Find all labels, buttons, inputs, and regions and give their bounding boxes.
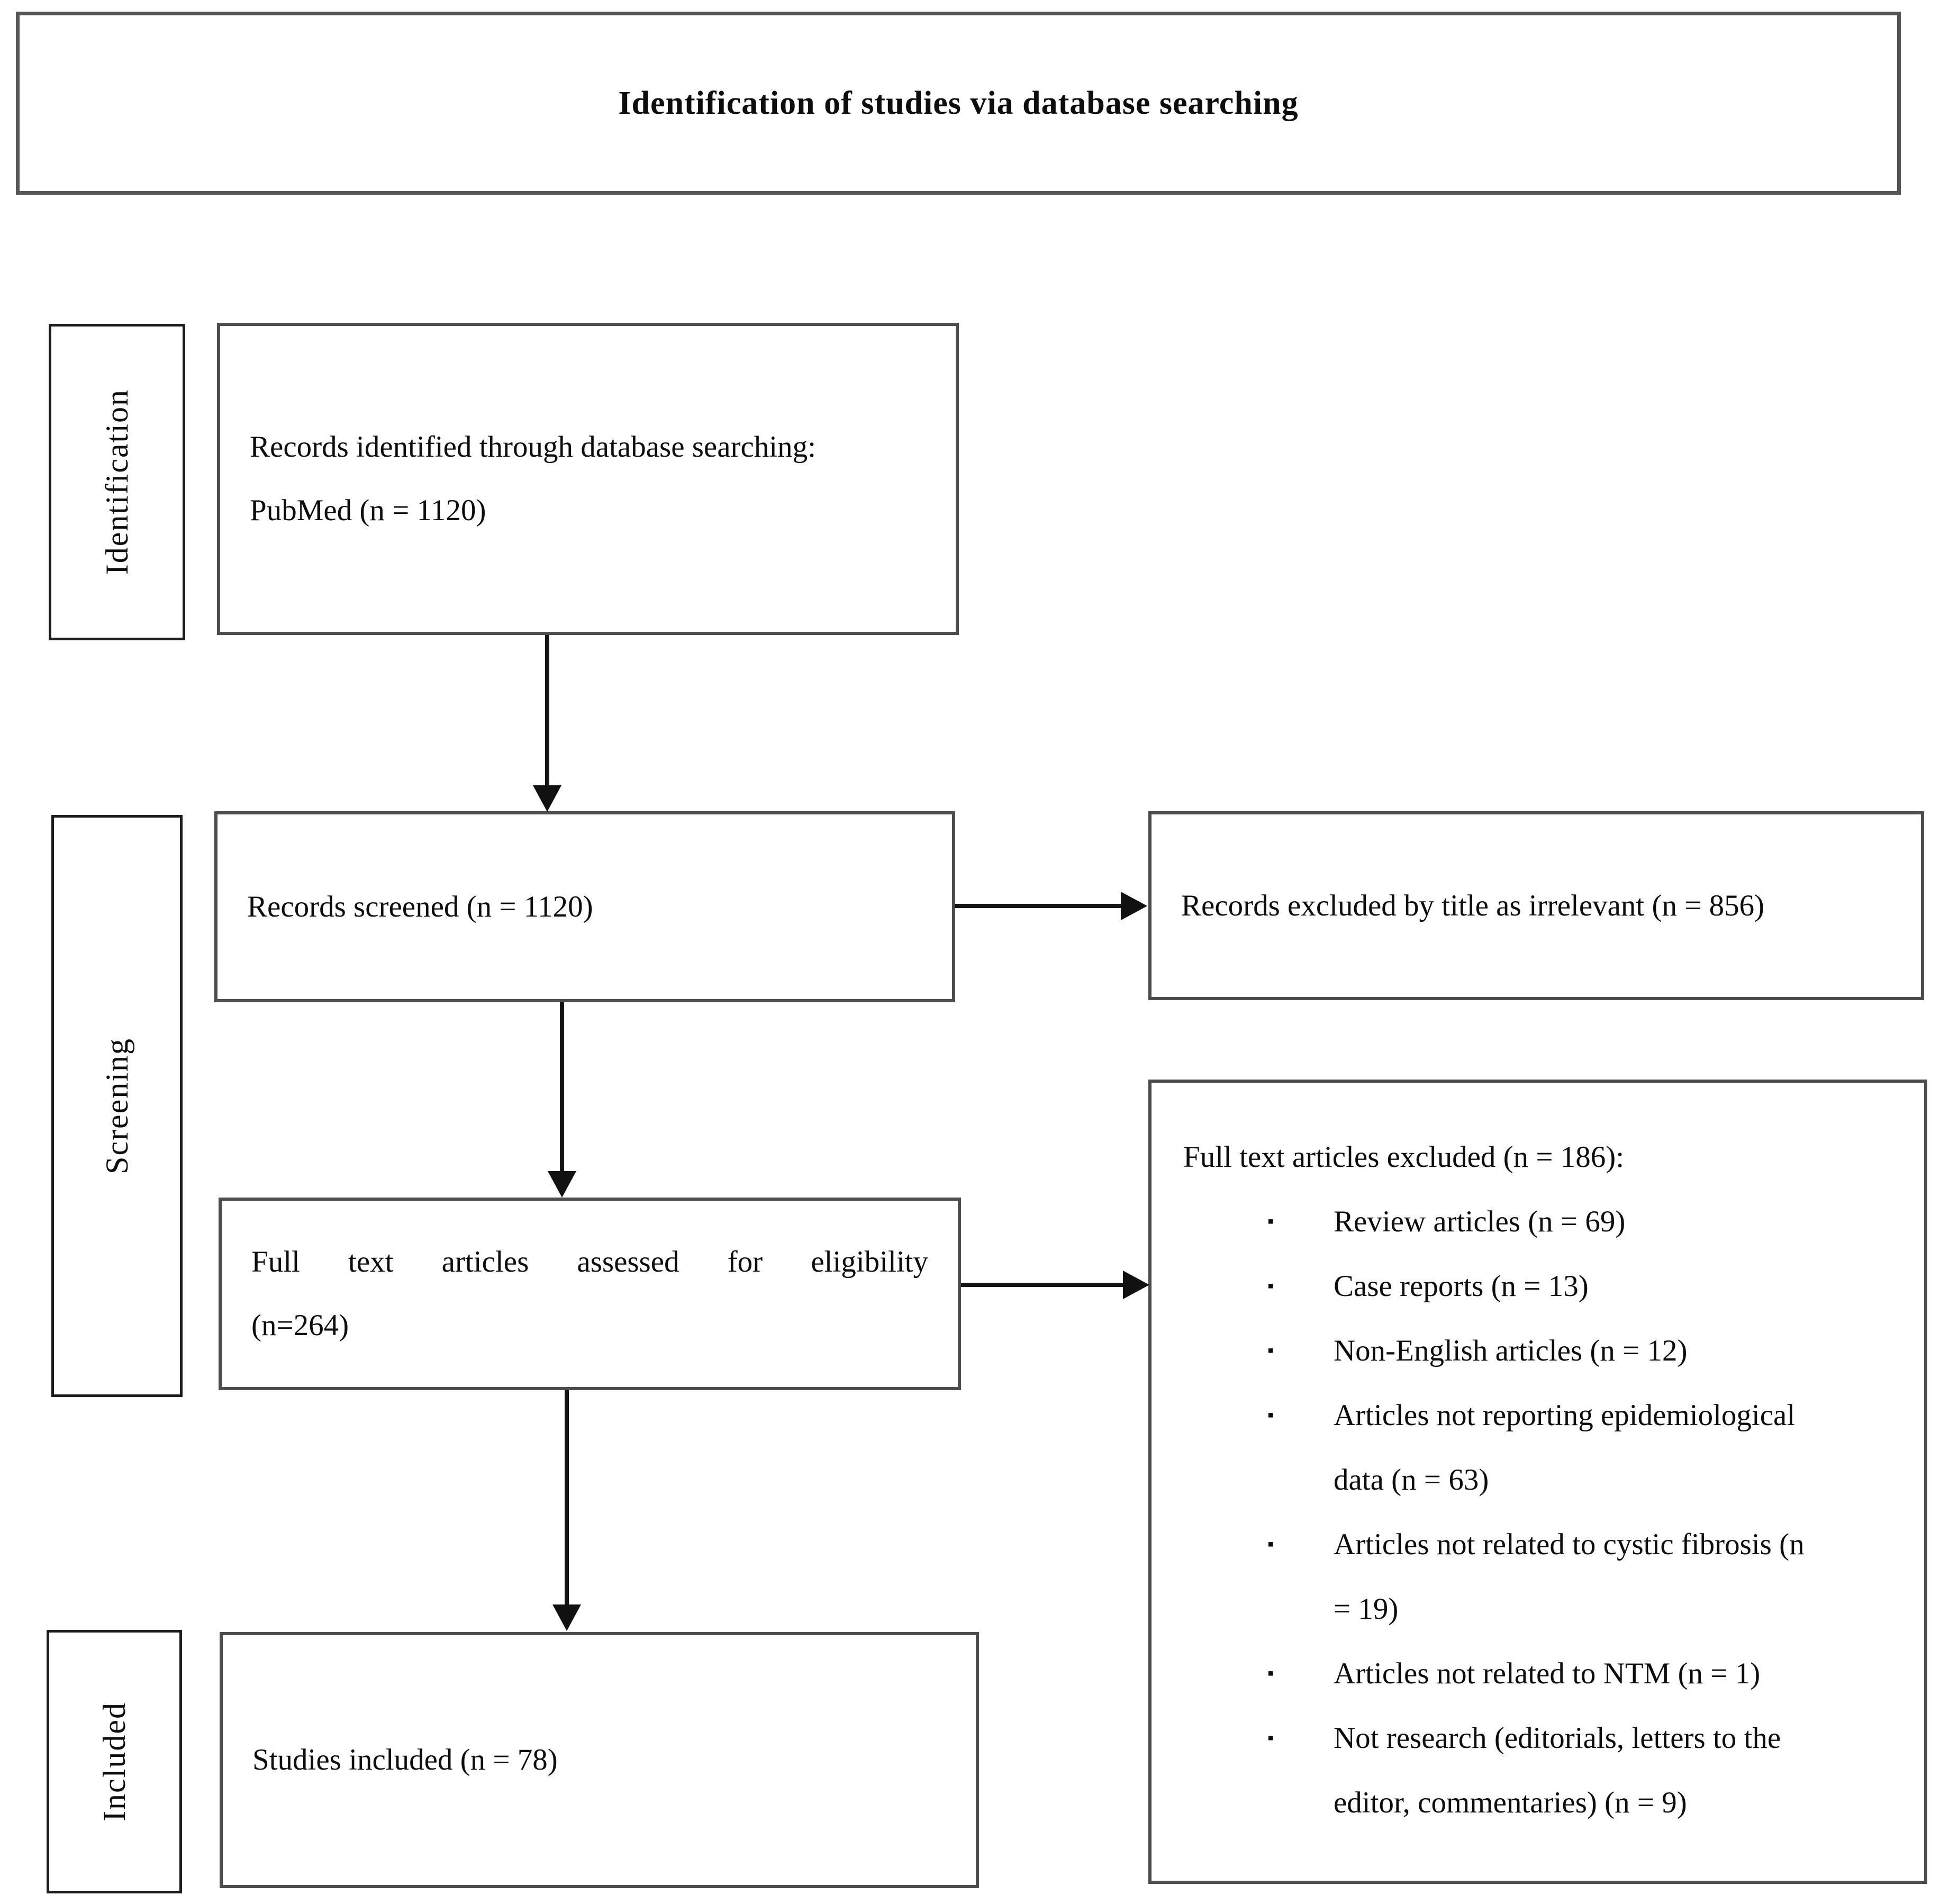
stage-label-screening: Screening <box>51 815 183 1397</box>
bullet-square-icon: ▪ <box>1267 1535 1274 1554</box>
arrow-line-screened-to-fulltext <box>560 1002 564 1172</box>
arrow-line-screened-to-excluded <box>955 904 1122 908</box>
records-screened-text: Records screened (n = 1120) <box>247 890 593 923</box>
arrow-line-fulltext-to-excluded <box>961 1283 1124 1287</box>
bullet-square-icon: ▪ <box>1267 1728 1274 1748</box>
arrow-down-icon <box>552 1604 581 1631</box>
exclusion-item-text: Articles not related to cystic fibrosis … <box>1334 1528 1805 1626</box>
diagram-title: Identification of studies via database s… <box>618 85 1299 121</box>
exclusion-box-records-excluded: Records excluded by title as irrelevant … <box>1148 811 1924 1000</box>
bullet-square-icon: ▪ <box>1267 1664 1274 1683</box>
stage-label-identification: Identification <box>49 324 185 640</box>
flow-box-records-screened: Records screened (n = 1120) <box>214 811 955 1002</box>
bullet-square-icon: ▪ <box>1267 1276 1274 1296</box>
stage-label-identification-text: Identification <box>99 389 134 575</box>
exclusion-list-item: ▪ Not research (editorials, letters to t… <box>1267 1706 1898 1835</box>
flow-box-records-identified: Records identified through database sear… <box>217 323 959 635</box>
title-box: Identification of studies via database s… <box>16 12 1901 195</box>
flow-box-studies-included: Studies included (n = 78) <box>220 1632 979 1888</box>
stage-label-included: Included <box>47 1630 182 1893</box>
exclusion-list-item: ▪ Articles not related to NTM (n = 1) <box>1267 1642 1898 1706</box>
exclusion-item-text: Case reports (n = 13) <box>1334 1270 1589 1303</box>
arrow-down-icon <box>548 1171 576 1198</box>
studies-included-text: Studies included (n = 78) <box>252 1743 558 1776</box>
exclusion-item-text: Review articles (n = 69) <box>1334 1205 1626 1238</box>
exclusion-item-text: Articles not related to NTM (n = 1) <box>1334 1657 1761 1690</box>
exclusion-list-item: ▪ Review articles (n = 69) <box>1267 1190 1898 1254</box>
bullet-square-icon: ▪ <box>1267 1341 1274 1361</box>
records-identified-text: Records identified through database sear… <box>250 430 816 527</box>
exclusion-list-item: ▪ Non-English articles (n = 12) <box>1267 1319 1898 1383</box>
exclusion-list-item: ▪ Case reports (n = 13) <box>1267 1254 1898 1319</box>
arrow-down-icon <box>533 785 561 812</box>
exclusion-item-text: Not research (editorials, letters to the… <box>1334 1721 1781 1819</box>
exclusion-item-text: Articles not reporting epidemiological d… <box>1334 1399 1796 1497</box>
stage-label-screening-text: Screening <box>99 1038 134 1174</box>
bullet-square-icon: ▪ <box>1267 1406 1274 1425</box>
arrow-line-identified-to-screened <box>545 635 549 786</box>
full-text-excluded-header: Full text articles excluded (n = 186): <box>1183 1140 1625 1174</box>
exclusion-item-text: Non-English articles (n = 12) <box>1334 1334 1688 1367</box>
arrow-right-icon <box>1123 1271 1149 1299</box>
exclusion-list-item: ▪ Articles not reporting epidemiological… <box>1267 1383 1898 1512</box>
arrow-line-fulltext-to-included <box>565 1390 569 1605</box>
flow-box-full-text-assessed: Full text articles assessed for eligibil… <box>219 1198 961 1390</box>
records-excluded-text: Records excluded by title as irrelevant … <box>1181 888 1765 922</box>
exclusion-box-full-text-excluded: Full text articles excluded (n = 186): ▪… <box>1148 1080 1927 1884</box>
exclusion-list-item: ▪ Articles not related to cystic fibrosi… <box>1267 1512 1898 1642</box>
bullet-square-icon: ▪ <box>1267 1212 1274 1231</box>
full-text-assessed-text: Full text articles assessed for eligibil… <box>251 1245 928 1342</box>
arrow-right-icon <box>1121 892 1147 920</box>
stage-label-included-text: Included <box>96 1702 132 1821</box>
